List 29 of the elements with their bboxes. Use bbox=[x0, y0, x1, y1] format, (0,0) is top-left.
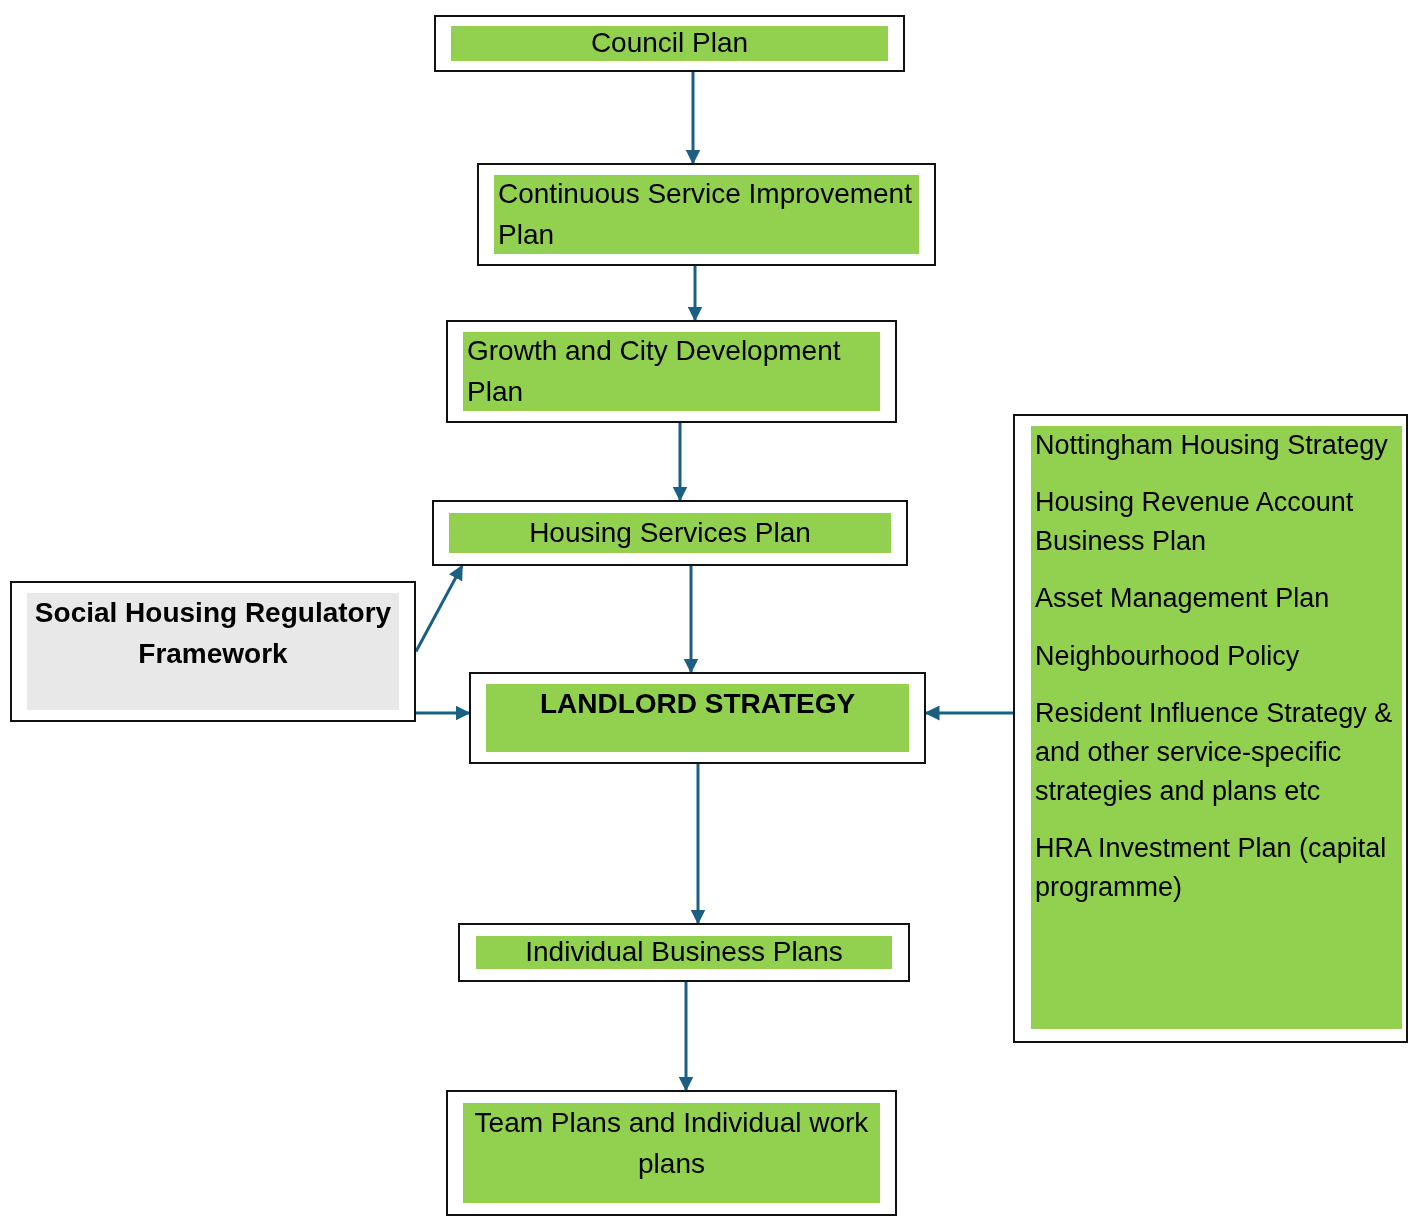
box-label: Continuous Service Improvement Plan bbox=[498, 176, 913, 252]
box-label: Resident Influence Strategy & and other service-specific strategies and plans etc bbox=[1035, 696, 1394, 808]
box-label: Council Plan bbox=[589, 26, 750, 61]
box-label: Nottingham Housing Strategy bbox=[1035, 429, 1389, 462]
box-label: Team Plans and Individual work plans bbox=[473, 1106, 870, 1181]
plan-box bbox=[477, 163, 936, 266]
plan-box bbox=[458, 923, 910, 982]
arrow bbox=[678, 982, 694, 1092]
arrow bbox=[687, 266, 703, 322]
plan-box bbox=[446, 320, 897, 423]
box-label: Neighbourhood Policy bbox=[1035, 639, 1301, 673]
box-label: Asset Management Plan bbox=[1035, 582, 1331, 616]
arrow bbox=[685, 72, 701, 165]
arrow bbox=[672, 423, 688, 502]
plan-box bbox=[10, 581, 416, 722]
arrow bbox=[690, 764, 706, 925]
plan-box bbox=[434, 15, 905, 72]
box-label: Growth and City Development Plan bbox=[467, 333, 842, 409]
box-label: Housing Revenue Account Business Plan bbox=[1035, 486, 1355, 559]
box-label: Housing Services Plan bbox=[528, 515, 812, 550]
box-label: Individual Business Plans bbox=[524, 935, 844, 970]
box-label: HRA Investment Plan (capital programme) bbox=[1035, 832, 1388, 905]
plan-box bbox=[432, 500, 908, 566]
arrow bbox=[416, 705, 471, 721]
box-label: Social Housing Regulatory Framework bbox=[33, 596, 393, 671]
arrow bbox=[683, 566, 699, 674]
box-label: LANDLORD STRATEGY bbox=[538, 687, 857, 721]
plan-box bbox=[469, 672, 926, 764]
plan-box bbox=[446, 1090, 897, 1216]
